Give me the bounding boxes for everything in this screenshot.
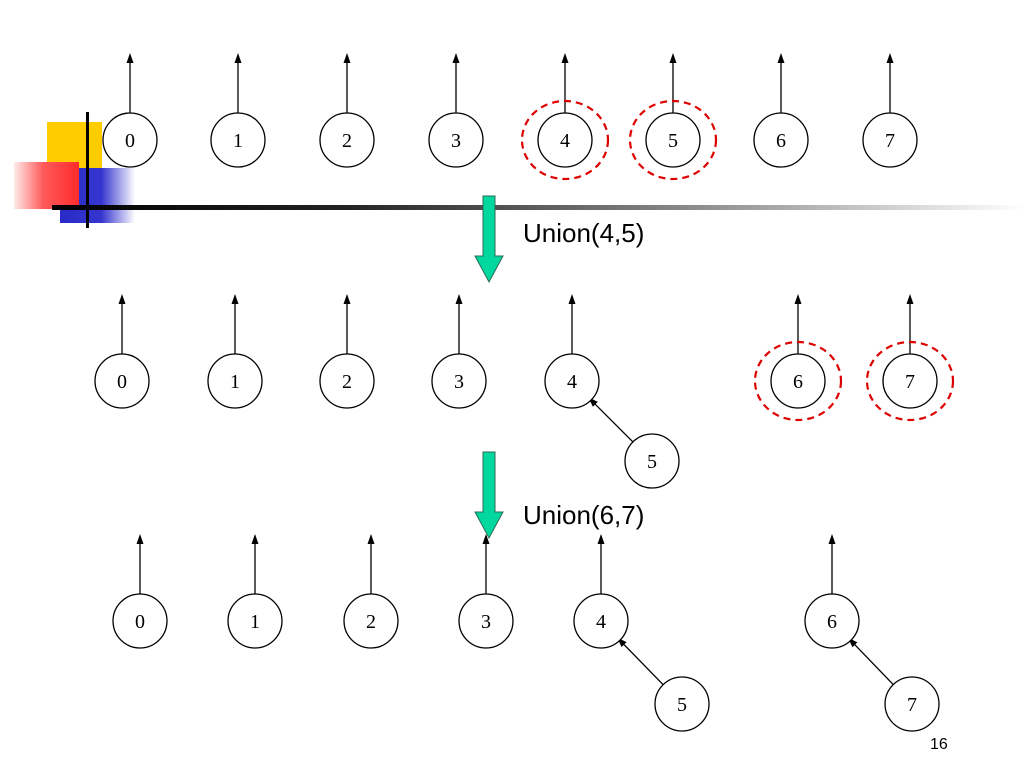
node-7-row-2: 7	[882, 353, 938, 409]
node-label: 5	[647, 451, 657, 473]
node-1-row-3: 1	[227, 593, 283, 649]
highlight-ring-6	[753, 340, 843, 422]
deco-red-square	[14, 162, 79, 209]
deco-vertical-rule	[86, 112, 89, 228]
parent-pointer-arrow	[588, 397, 634, 443]
parent-pointer-arrow	[847, 637, 894, 686]
node-label: 2	[342, 130, 352, 152]
node-5-row-1: 5	[645, 112, 701, 168]
node-label: 5	[677, 694, 687, 716]
node-2-row-1: 2	[319, 112, 375, 168]
node-label: 1	[250, 611, 260, 633]
page-number: 16	[930, 736, 948, 753]
node-3-row-3: 3	[458, 593, 514, 649]
node-label: 3	[481, 611, 491, 633]
node-label: 3	[454, 371, 464, 393]
parent-pointer-arrow	[617, 637, 664, 686]
node-7-row-1: 7	[862, 112, 918, 168]
node-label: 7	[885, 130, 895, 152]
node-label: 6	[793, 371, 803, 393]
node-6-row-1: 6	[753, 112, 809, 168]
highlight-ring-4	[520, 99, 610, 181]
node-5-row-2: 5	[624, 433, 680, 489]
node-label: 4	[567, 371, 577, 393]
union-step-arrow	[474, 451, 504, 540]
highlight-ring-5	[628, 99, 718, 181]
node-6-row-2: 6	[770, 353, 826, 409]
node-label: 6	[776, 130, 786, 152]
union-step-arrow	[474, 195, 504, 284]
node-2-row-2: 2	[319, 353, 375, 409]
node-0-row-1: 0	[102, 112, 158, 168]
node-label: 4	[560, 130, 570, 152]
node-0-row-3: 0	[112, 593, 168, 649]
node-0-row-2: 0	[94, 353, 150, 409]
node-label: 4	[596, 611, 606, 633]
node-5-row-3: 5	[654, 676, 710, 732]
node-3-row-2: 3	[431, 353, 487, 409]
node-7-row-3: 7	[884, 676, 940, 732]
node-6-row-3: 6	[804, 593, 860, 649]
node-1-row-2: 1	[207, 353, 263, 409]
node-label: 0	[117, 371, 127, 393]
node-3-row-1: 3	[428, 112, 484, 168]
node-1-row-1: 1	[210, 112, 266, 168]
node-label: 0	[125, 130, 135, 152]
union-operation-label: Union(4,5)	[523, 218, 644, 248]
node-label: 5	[668, 130, 678, 152]
node-2-row-3: 2	[343, 593, 399, 649]
node-label: 2	[342, 371, 352, 393]
deco-horizontal-rule	[52, 205, 1024, 210]
node-label: 1	[233, 130, 243, 152]
union-operation-label: Union(6,7)	[523, 500, 644, 530]
node-label: 3	[451, 130, 461, 152]
node-4-row-1: 4	[537, 112, 593, 168]
node-label: 7	[907, 694, 917, 716]
node-label: 7	[905, 371, 915, 393]
node-4-row-3: 4	[573, 593, 629, 649]
node-label: 0	[135, 611, 145, 633]
node-label: 1	[230, 371, 240, 393]
highlight-ring-7	[865, 340, 955, 422]
node-label: 2	[366, 611, 376, 633]
node-label: 6	[827, 611, 837, 633]
node-4-row-2: 4	[544, 353, 600, 409]
